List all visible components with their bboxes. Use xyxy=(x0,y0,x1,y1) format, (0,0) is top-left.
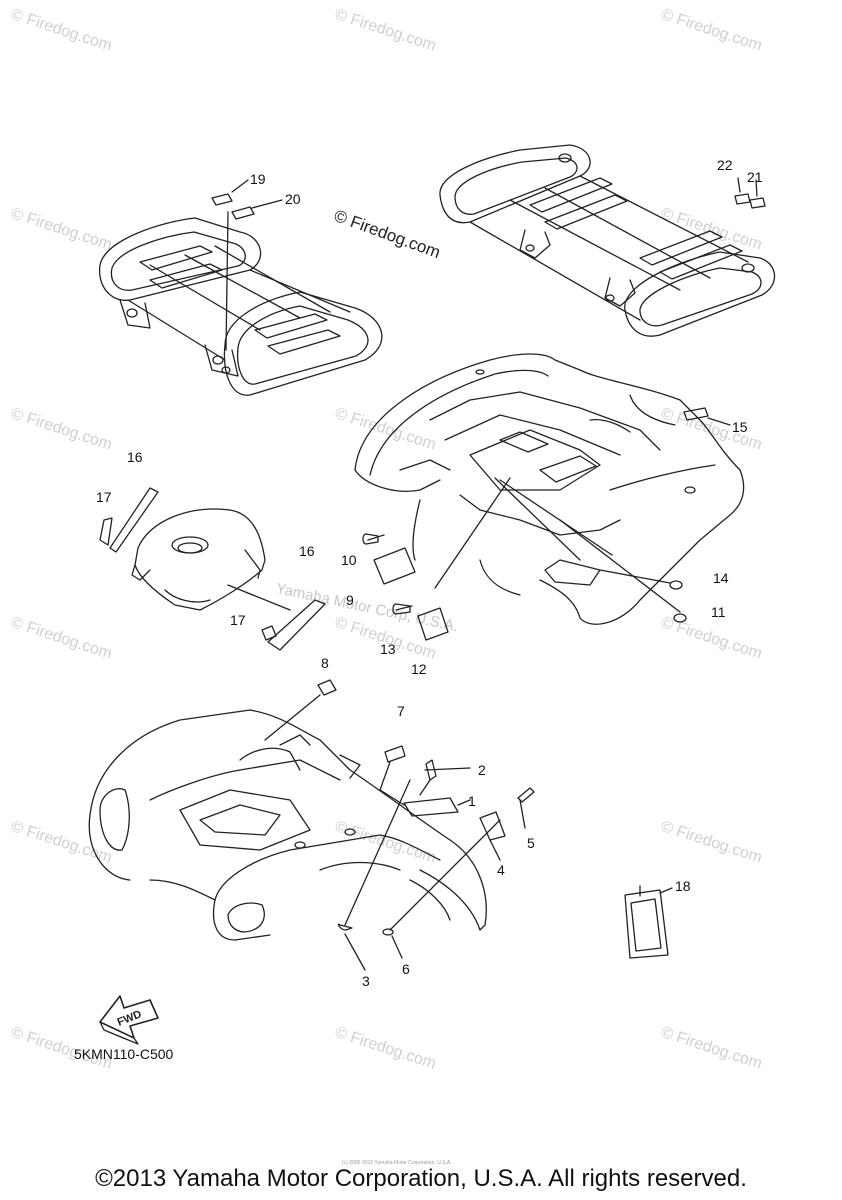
part-label: 20 xyxy=(285,191,301,207)
decal-19-20 xyxy=(211,179,283,351)
diagram-code: 5KMN110-C500 xyxy=(74,1046,174,1062)
part-label: 4 xyxy=(497,862,505,878)
tank-cover xyxy=(99,487,326,651)
part-label: 1 xyxy=(468,793,476,809)
front-carrier xyxy=(98,217,383,396)
decal-21-22 xyxy=(734,177,766,209)
decal-12 xyxy=(417,607,449,641)
part-label: 12 xyxy=(411,661,427,677)
part-label: 17 xyxy=(230,612,246,628)
decal-15 xyxy=(683,407,709,421)
part-label: 16 xyxy=(127,449,143,465)
part-label: 3 xyxy=(362,973,370,989)
part-label: 2 xyxy=(478,762,486,778)
decal-8 xyxy=(317,679,337,696)
part-label: 11 xyxy=(711,604,726,620)
decal-1 xyxy=(403,797,459,817)
label-18 xyxy=(624,885,673,959)
part-label: 19 xyxy=(250,171,266,187)
front-fender xyxy=(88,679,487,941)
part-label: 5 xyxy=(527,835,535,851)
part-label: 7 xyxy=(397,703,405,719)
part-label: 18 xyxy=(675,878,691,894)
part-label: 14 xyxy=(713,570,729,586)
copyright-notice: ©2013 Yamaha Motor Corporation, U.S.A. A… xyxy=(95,1165,747,1192)
part-label: 8 xyxy=(321,655,329,671)
part-label: 21 xyxy=(747,169,763,185)
decal-16b xyxy=(267,599,326,651)
part-label: 17 xyxy=(96,489,112,505)
part-label: 13 xyxy=(380,641,396,657)
part-label: 6 xyxy=(402,961,410,977)
rear-fender xyxy=(354,353,745,625)
decal-17a xyxy=(99,517,113,546)
fine-print: (c) 2005-2015 Yamaha Motor Corporation, … xyxy=(342,1160,452,1166)
part-label: 15 xyxy=(732,419,748,435)
decal-9 xyxy=(373,547,416,585)
fwd-arrow: FWD xyxy=(99,995,159,1045)
front-leaders xyxy=(337,745,535,971)
decal-7 xyxy=(384,745,406,763)
decal-16a xyxy=(109,487,159,553)
decal-17b xyxy=(261,625,277,641)
rear-leaders xyxy=(362,477,687,641)
part-label: 16 xyxy=(299,543,315,559)
part-label: 22 xyxy=(717,157,733,173)
rear-carrier xyxy=(439,144,776,337)
part-label: 9 xyxy=(346,592,354,608)
part-label: 10 xyxy=(341,552,357,568)
